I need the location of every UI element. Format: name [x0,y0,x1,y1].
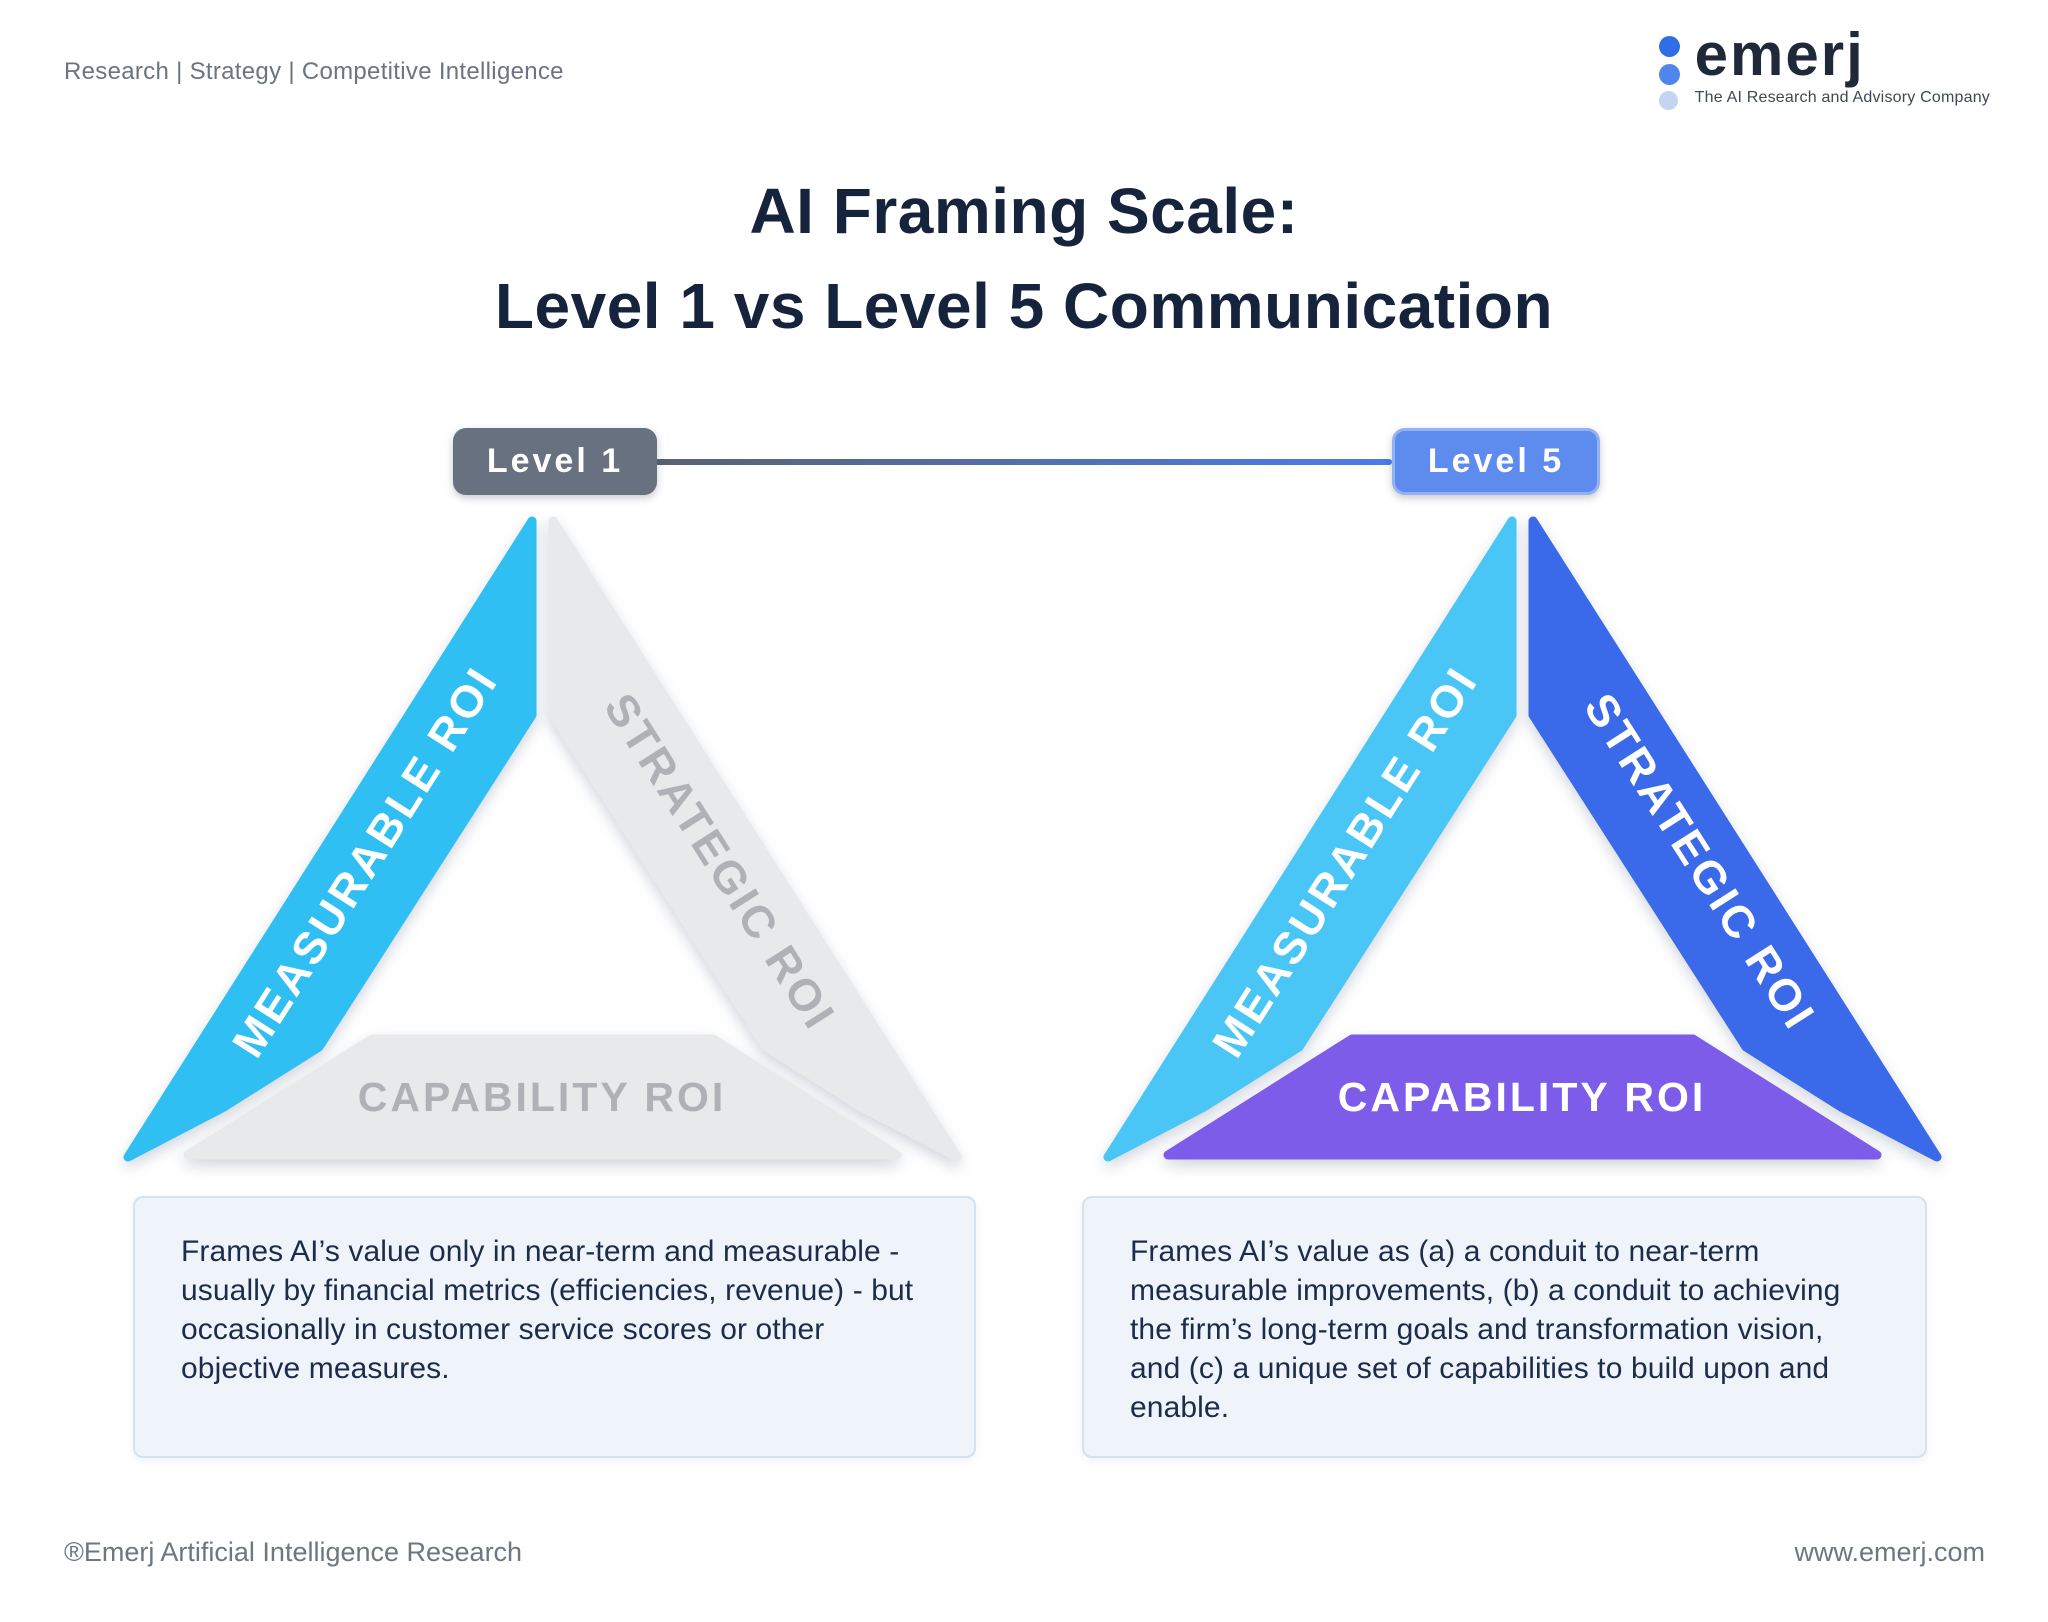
header-tagline: Research | Strategy | Competitive Intell… [64,58,564,85]
level5-roi-triangle: MEASURABLE ROI STRATEGIC ROI CAPABILITY … [1103,516,1942,1162]
logo-wordmark: emerj [1694,21,1865,88]
level5-measurable-label: MEASURABLE ROI [1202,657,1488,1066]
level5-capability-label: CAPABILITY ROI [1338,1074,1707,1120]
logo-dot-icon [1658,91,1678,110]
level1-capability-band [183,1034,902,1160]
title-line-1: AI Framing Scale: [749,175,1299,247]
page-title: AI Framing Scale: Level 1 vs Level 5 Com… [0,164,2048,354]
level1-description-text: Frames AI’s value only in near-term and … [181,1235,914,1385]
level1-measurable-label: MEASURABLE ROI [222,657,508,1066]
level1-roi-triangle: MEASURABLE ROI STRATEGIC ROI CAPABILITY … [123,516,962,1162]
level5-measurable-band [1103,516,1517,1162]
level1-capability-label: CAPABILITY ROI [358,1074,727,1120]
level-5-badge: Level 5 [1392,428,1600,495]
title-line-2: Level 1 vs Level 5 Communication [494,270,1554,342]
level5-description-box: Frames AI’s value as (a) a conduit to ne… [1082,1196,1927,1458]
level5-strategic-band [1528,516,1942,1162]
emerj-logo: emerj The AI Research and Advisory Compa… [1658,21,1990,110]
level1-measurable-band [123,516,537,1162]
footer-copyright: ®Emerj Artificial Intelligence Research [64,1537,523,1567]
level-connector-line [655,459,1392,465]
logo-text: emerj The AI Research and Advisory Compa… [1694,21,1990,107]
level-1-badge: Level 1 [453,428,657,495]
logo-dot-icon [1658,36,1680,57]
level1-strategic-label: STRATEGIC ROI [594,684,846,1039]
level5-strategic-label: STRATEGIC ROI [1574,684,1826,1039]
level1-strategic-band [548,516,962,1162]
level5-description-text: Frames AI’s value as (a) a conduit to ne… [1130,1235,1841,1424]
logo-dots [1658,26,1680,110]
level1-description-box: Frames AI’s value only in near-term and … [133,1196,976,1458]
logo-subtitle: The AI Research and Advisory Company [1694,89,1990,106]
logo-dot-icon [1658,63,1680,85]
footer-website: www.emerj.com [1794,1537,1985,1567]
level5-capability-band [1163,1034,1882,1160]
